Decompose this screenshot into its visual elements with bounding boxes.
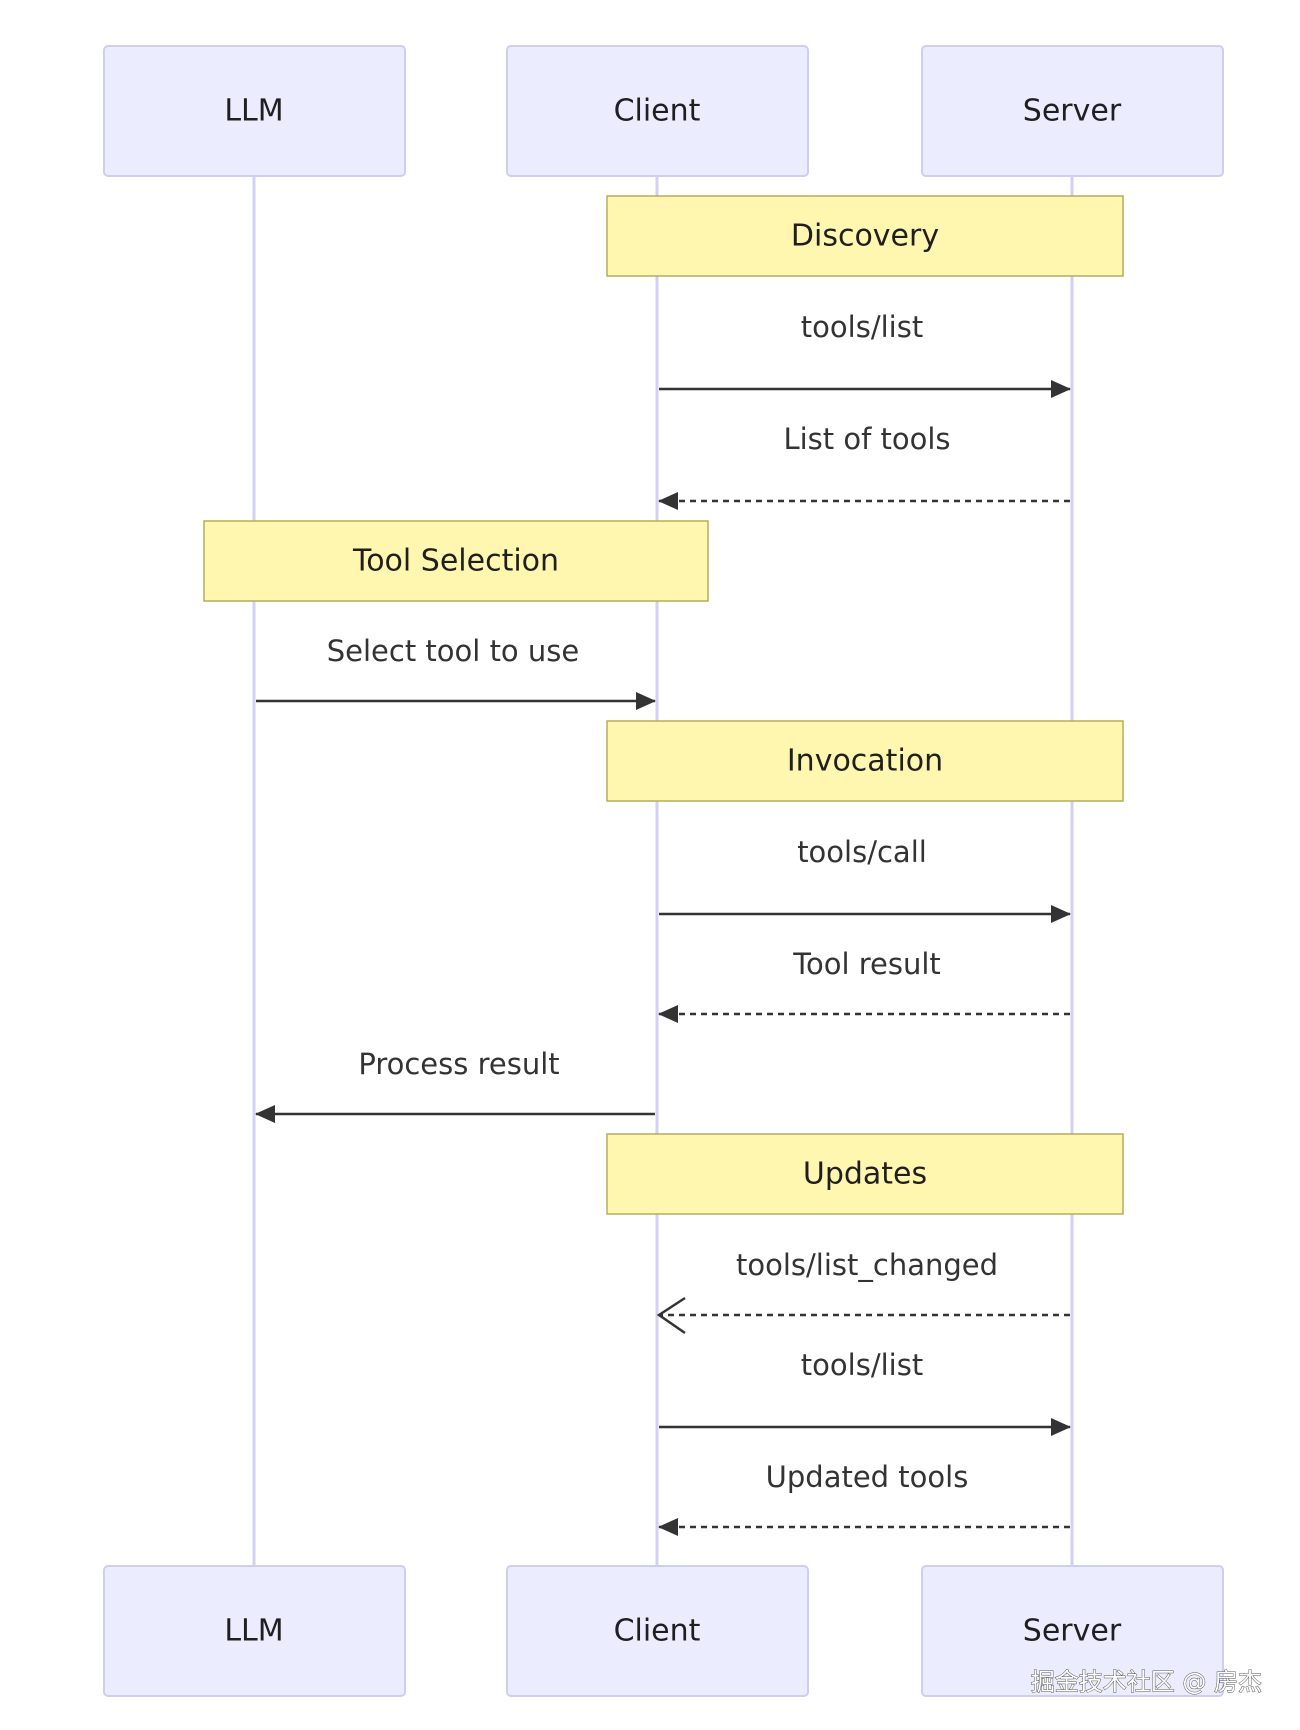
note-invocation: Invocation [606, 720, 1124, 802]
note-label: Invocation [787, 744, 943, 779]
message-list-of-tools: List of tools [658, 422, 1070, 510]
message-label: Updated tools [766, 1460, 969, 1494]
note-updates: Updates [606, 1133, 1124, 1215]
actor-bottom-client: Client [506, 1565, 809, 1697]
message-label: tools/call [797, 835, 927, 869]
watermark: 掘金技术社区 @ 房杰 [1031, 1668, 1262, 1696]
note-discovery: Discovery [606, 195, 1124, 277]
message-label: List of tools [783, 422, 950, 456]
note-tool-selection: Tool Selection [203, 520, 709, 602]
message-tools-list-changed: tools/list_changed [656, 1248, 1070, 1335]
message-label: tools/list_changed [736, 1248, 998, 1282]
actor-label: LLM [224, 1614, 283, 1649]
message-updated-tools: Updated tools [658, 1460, 1070, 1536]
actor-label: Client [614, 94, 701, 129]
message-select-tool: Select tool to use [256, 634, 656, 710]
message-label: tools/list [801, 1348, 923, 1382]
actor-label: Client [614, 1614, 701, 1649]
message-process-result: Process result [255, 1047, 655, 1123]
message-tool-result: Tool result [658, 947, 1070, 1023]
actor-label: Server [1023, 1614, 1122, 1649]
actor-top-llm: LLM [103, 45, 406, 177]
note-label: Tool Selection [352, 544, 559, 579]
message-label: tools/list [801, 310, 923, 344]
message-label: Tool result [792, 947, 941, 981]
actor-bottom-llm: LLM [103, 1565, 406, 1697]
message-tools-list-2: tools/list [659, 1348, 1071, 1436]
actor-top-server: Server [921, 45, 1224, 177]
actor-label: LLM [224, 94, 283, 129]
note-label: Discovery [791, 219, 939, 254]
message-label: Select tool to use [327, 634, 579, 668]
actor-label: Server [1023, 94, 1122, 129]
actor-bottom-server: Server [921, 1565, 1224, 1697]
message-tools-list: tools/list [659, 310, 1071, 398]
message-tools-call: tools/call [659, 835, 1071, 923]
note-label: Updates [803, 1157, 927, 1192]
actor-top-client: Client [506, 45, 809, 177]
open-arrowhead [656, 1296, 686, 1335]
message-label: Process result [358, 1047, 559, 1081]
